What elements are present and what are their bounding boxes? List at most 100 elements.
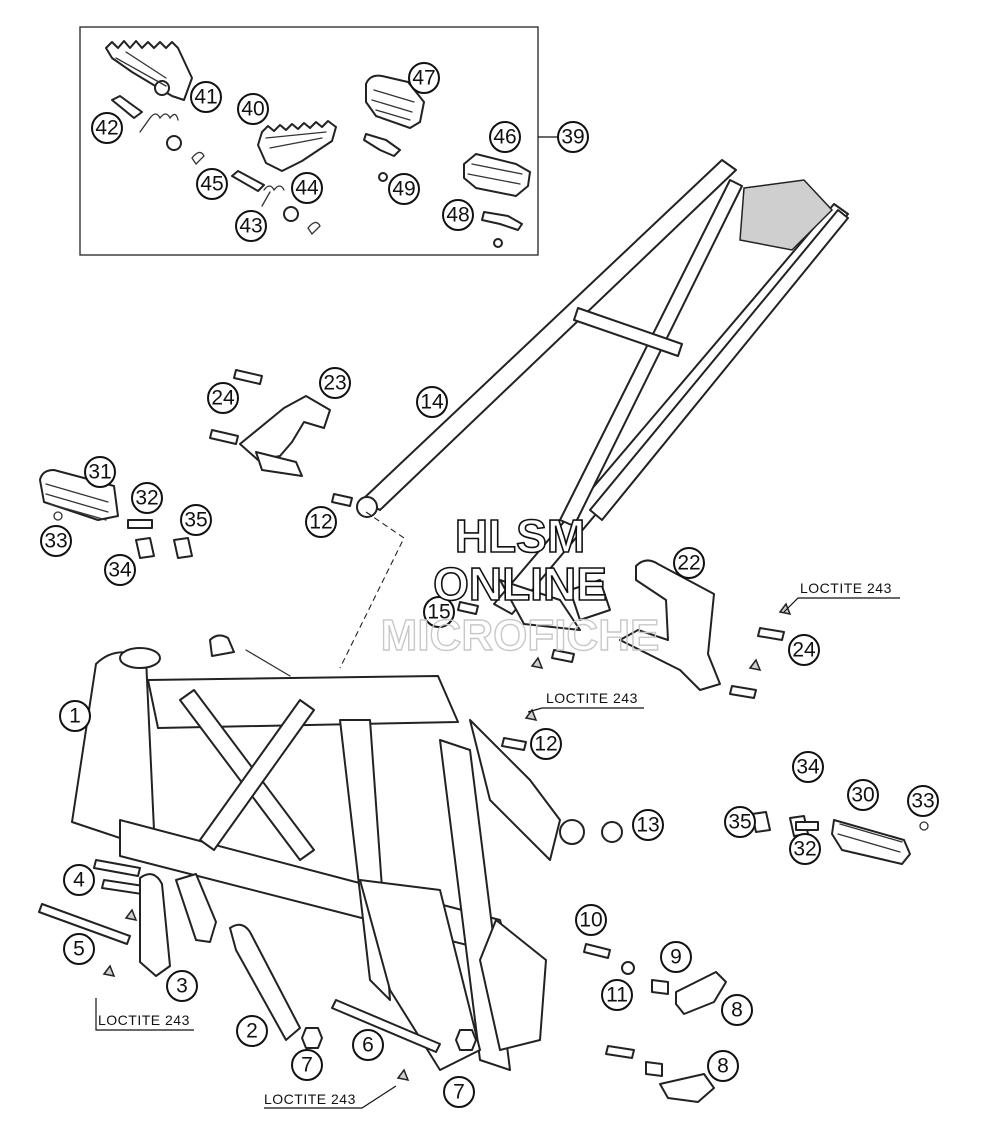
- callout: 30: [847, 779, 879, 811]
- callout-number: 10: [579, 909, 602, 932]
- callout: 8: [707, 1050, 739, 1082]
- callout-number: 49: [392, 178, 415, 201]
- loctite-drop-3: [396, 1068, 410, 1082]
- callout-number: 6: [362, 1034, 374, 1057]
- callout-number: 40: [241, 98, 264, 121]
- callout: 14: [416, 386, 448, 418]
- callout: 5: [63, 933, 95, 965]
- callout: 13: [632, 809, 664, 841]
- callout-number: 31: [88, 461, 111, 484]
- callout: 2: [236, 1015, 268, 1047]
- spacer-part-2: [645, 1061, 663, 1077]
- bracket-22-part: [619, 559, 721, 691]
- callout: 15: [423, 596, 455, 628]
- bolt-part-3: [331, 493, 353, 507]
- callout: 32: [789, 833, 821, 865]
- loctite-note: LOCTITE 243: [98, 1012, 190, 1028]
- callout-number: 1: [69, 705, 81, 728]
- plug-part: [601, 821, 623, 843]
- washer-part: [166, 135, 182, 151]
- bracket-3-part: [139, 873, 171, 977]
- loctite-notes: LOCTITE 243 LOCTITE 243 LOCTITE 243 LOCT…: [98, 580, 891, 1107]
- callout-number: 34: [796, 756, 820, 779]
- callout-number: 33: [44, 530, 67, 553]
- rubber-footpeg-part: [365, 74, 425, 129]
- loctite-drop-7: [524, 708, 538, 722]
- callout: 35: [180, 504, 212, 536]
- bracket-8-part: [675, 971, 727, 1015]
- bracket-8-part-2: [659, 1073, 715, 1103]
- callout: 40: [237, 93, 269, 125]
- spacer-part: [651, 979, 669, 995]
- footpeg-kit-inset: [79, 26, 560, 256]
- callout: 34: [792, 751, 824, 783]
- rubber-footpeg-part-2: [463, 153, 531, 197]
- callout: 24: [207, 382, 239, 414]
- callout: 48: [442, 199, 474, 231]
- loctite-note: LOCTITE 243: [264, 1091, 356, 1107]
- callout-number: 13: [636, 814, 659, 837]
- serrated-footpeg-part: [105, 40, 193, 101]
- callout-number: 7: [301, 1054, 313, 1077]
- spring-part: [139, 113, 179, 133]
- watermark-line: MICROFICHE: [381, 611, 660, 660]
- callout: 6: [352, 1029, 384, 1061]
- pin-part-2: [231, 170, 265, 192]
- bolt-part-12: [605, 1045, 635, 1059]
- pin-part: [111, 95, 143, 119]
- bolt-part-11: [583, 943, 611, 959]
- nut-part-2: [493, 238, 503, 248]
- callout: 32: [131, 482, 163, 514]
- clip-part-4: [919, 821, 929, 831]
- callout: 8: [721, 994, 753, 1026]
- callout: 1: [59, 700, 91, 732]
- callout-number: 41: [194, 86, 217, 109]
- clip-part: [191, 151, 205, 166]
- callout-number: 35: [184, 509, 207, 532]
- callout-number: 32: [135, 487, 158, 510]
- long-bolt-part-2: [331, 999, 441, 1053]
- callout: 46: [489, 121, 521, 153]
- callout: 47: [408, 62, 440, 94]
- callout-number: 14: [420, 391, 444, 414]
- leader-lines: [95, 597, 900, 1109]
- bolt-part-4: [93, 859, 141, 877]
- nut-part-3: [301, 1027, 323, 1049]
- footpeg-pin-part-2: [795, 821, 819, 831]
- loctite-drop-4: [778, 602, 792, 616]
- callout: 7: [291, 1049, 323, 1081]
- callout: 31: [84, 456, 116, 488]
- clip-part-3: [53, 511, 63, 521]
- callout-number: 39: [561, 126, 584, 149]
- callout-number: 5: [73, 938, 85, 961]
- callout-number: 42: [95, 117, 118, 140]
- bolt-part-5: [101, 879, 145, 895]
- washer-part-2: [283, 206, 299, 222]
- main-frame-part: [71, 634, 585, 1071]
- serrated-footpeg-part-2: [257, 120, 337, 172]
- callout: 33: [907, 785, 939, 817]
- callout-number: 22: [677, 552, 700, 575]
- callout-number: 44: [295, 177, 319, 200]
- watermark-line: HLSM: [455, 510, 585, 562]
- callout: 12: [530, 728, 562, 760]
- callout: 42: [91, 112, 123, 144]
- assembly-line-2: [245, 649, 291, 677]
- callout-number: 12: [309, 511, 332, 534]
- right-footpeg-part: [831, 819, 911, 865]
- bolt-part-9: [501, 737, 527, 751]
- bracket-part: [363, 133, 401, 157]
- loctite-drop-2: [102, 964, 116, 978]
- callout-number: 4: [73, 869, 85, 892]
- engine-mount-part: [229, 923, 301, 1041]
- plate-part-2: [173, 537, 193, 559]
- callout-number: 24: [792, 639, 816, 662]
- assembly-line: [339, 511, 405, 669]
- long-bolt-part: [38, 903, 131, 945]
- callout-number: 23: [323, 372, 346, 395]
- footpeg-pin-part: [127, 519, 153, 529]
- loctite-note: LOCTITE 243: [546, 690, 638, 706]
- callout: 7: [443, 1076, 475, 1108]
- watermark-line: ONLINE: [433, 558, 607, 610]
